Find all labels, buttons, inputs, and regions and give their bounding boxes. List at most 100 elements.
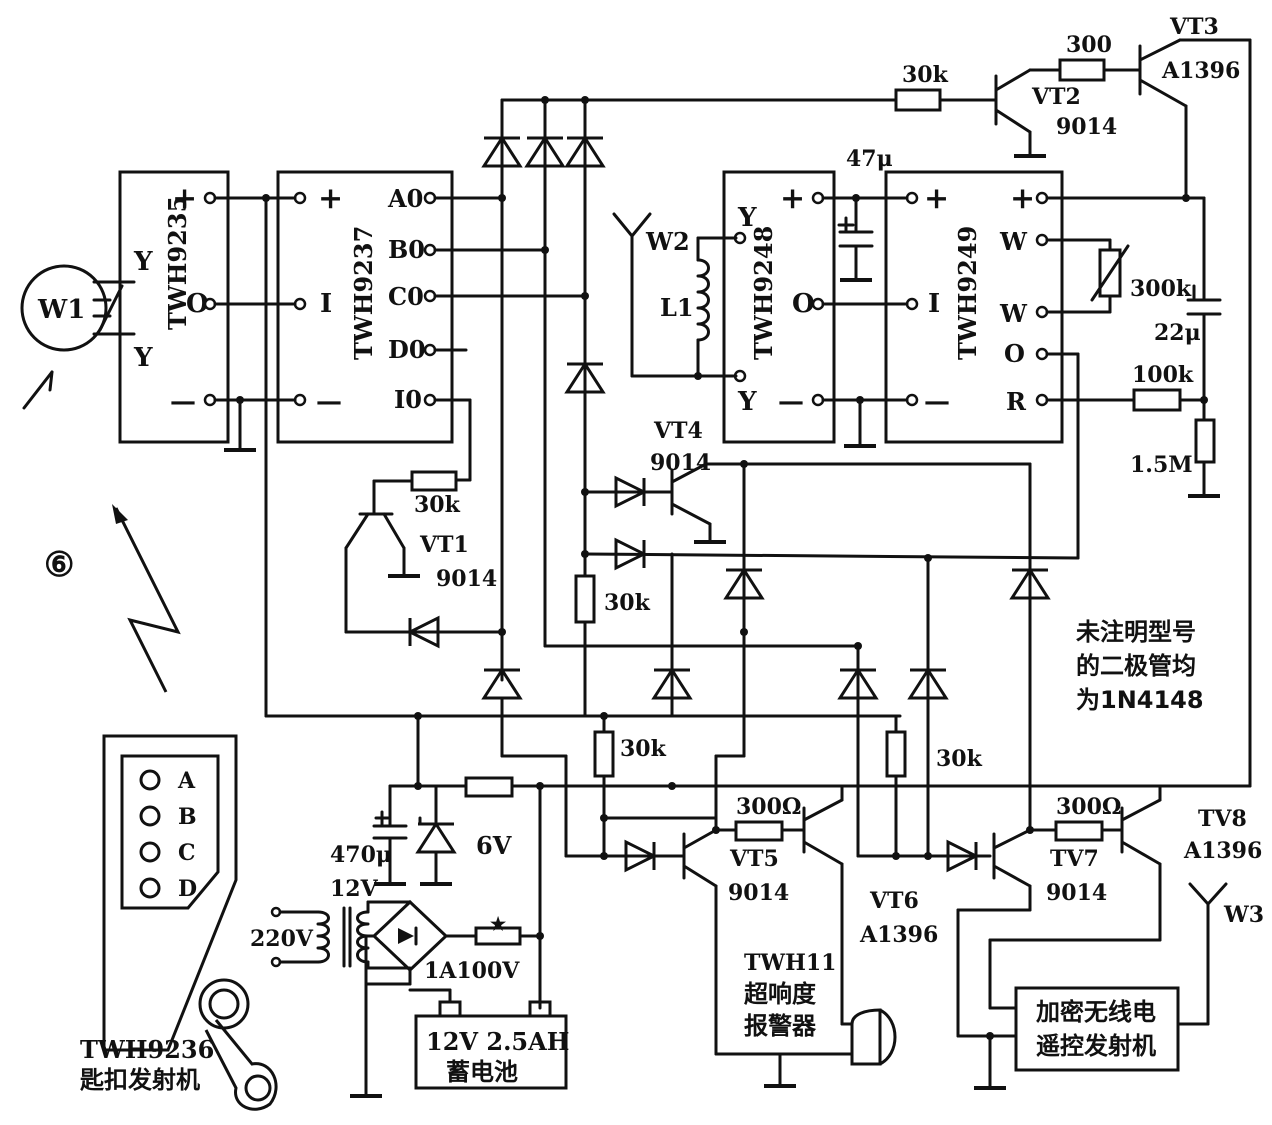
battery-name: 蓄电池 xyxy=(446,1058,518,1086)
c22-label: 22μ xyxy=(1154,320,1201,346)
r-tv7-label: 300Ω xyxy=(1056,794,1122,820)
vt3-model: A1396 xyxy=(1161,58,1240,84)
twh9249-w2: W xyxy=(999,299,1028,328)
twh9235-module xyxy=(118,170,230,444)
twh9249-r: R xyxy=(1006,387,1027,416)
trans-v-label: 12V xyxy=(330,876,379,902)
resistor-30k-mid xyxy=(574,574,596,624)
twh9249-o: O xyxy=(1004,339,1025,368)
twh9249-plus2: + xyxy=(1010,181,1035,216)
r-pot-label: 300k xyxy=(1130,276,1192,302)
twh9249-module xyxy=(884,170,1064,444)
note-line3: 为1N4148 xyxy=(1076,686,1204,714)
key-fob-body xyxy=(102,734,238,1052)
fob-button-c[interactable] xyxy=(139,841,161,863)
note-line1: 未注明型号 xyxy=(1076,618,1196,646)
fob-button-a[interactable] xyxy=(139,769,161,791)
twh9249-w1: W xyxy=(999,227,1028,256)
twh9237-b0: B0 xyxy=(388,235,425,264)
vt2-name: VT2 xyxy=(1031,84,1081,110)
encoder-line1: 加密无线电 xyxy=(1036,998,1156,1026)
twh9237-i0: I0 xyxy=(394,385,422,414)
key-ring-icon xyxy=(198,978,250,1030)
vt5-name: VT5 xyxy=(729,846,779,872)
c470-label: 470μ xyxy=(330,842,392,868)
figure-label: ⑥ xyxy=(44,545,74,585)
twh9237-plus: + xyxy=(318,181,343,216)
fob-label-b: B xyxy=(178,804,197,830)
tv7-model: 9014 xyxy=(1046,880,1107,906)
fob-button-d[interactable] xyxy=(139,877,161,899)
vt1-model: 9014 xyxy=(436,566,497,592)
l1-label: L1 xyxy=(660,293,694,322)
twh9235-y2: Y xyxy=(133,343,153,373)
resistor-1.5m xyxy=(1194,418,1216,464)
resistor-30k-vt2 xyxy=(894,88,942,112)
resistor-30k-bot2 xyxy=(885,730,907,778)
encoder-line2: 遥控发射机 xyxy=(1036,1032,1156,1060)
resistor-supply xyxy=(464,776,514,798)
vt6-model: A1396 xyxy=(859,922,938,948)
twh9237-a0: A0 xyxy=(387,184,423,213)
alarm-name: TWH11 xyxy=(744,950,836,976)
tv7-name: TV7 xyxy=(1050,846,1099,872)
c47-label: 47μ xyxy=(846,146,893,172)
twh9237-c0: C0 xyxy=(388,282,424,311)
svg-text:★: ★ xyxy=(490,914,507,935)
alarm-line1: 超响度 xyxy=(744,980,817,1008)
twh9235-minus: — xyxy=(170,387,196,417)
vt3-name: VT3 xyxy=(1169,14,1219,40)
fob-label-c: C xyxy=(178,840,196,866)
zener-label: 6V xyxy=(476,831,512,860)
twh9237-name: TWH9237 xyxy=(349,226,378,360)
speaker-icon xyxy=(850,1008,882,1066)
vt6-name: VT6 xyxy=(869,888,919,914)
r-15m-label: 1.5M xyxy=(1130,452,1193,478)
twh9249-minus: — xyxy=(924,387,950,417)
w1-loop-antenna xyxy=(20,264,108,352)
resistor-300ohm-vt5 xyxy=(734,820,784,842)
twh9248-y1: Y xyxy=(737,203,757,233)
twh9248-module xyxy=(722,170,836,444)
tv8-model: A1396 xyxy=(1183,838,1262,864)
note-line2: 的二极管均 xyxy=(1076,652,1196,680)
r-vt1-label: 30k xyxy=(414,492,461,518)
w1-label: W1 xyxy=(37,295,85,325)
vt4-name: VT4 xyxy=(653,418,703,444)
twh9248-plus: + xyxy=(780,181,805,216)
vt1-name: VT1 xyxy=(419,532,469,558)
vt5-model: 9014 xyxy=(728,880,789,906)
twh9248-y2: Y xyxy=(737,387,757,417)
twh9237-minus: — xyxy=(316,387,342,417)
bridge-label: 1A100V xyxy=(424,958,520,984)
transformer-primary xyxy=(316,910,330,964)
fob-label-a: A xyxy=(177,768,196,794)
l1-coil xyxy=(696,258,710,342)
tv8-name: TV8 xyxy=(1198,806,1247,832)
encrypted-transmitter xyxy=(1014,986,1180,1072)
r-bot2-label: 30k xyxy=(936,746,983,772)
vt2-model: 9014 xyxy=(1056,114,1117,140)
twh9235-y1: Y xyxy=(133,247,153,277)
resistor-30k-vt1 xyxy=(410,470,458,492)
r-vt3-label: 300 xyxy=(1066,32,1112,58)
fob-button-b[interactable] xyxy=(139,805,161,827)
alarm-line2: 报警器 xyxy=(744,1012,817,1040)
battery-spec: 12V 2.5AH xyxy=(426,1027,569,1056)
w3-label: W3 xyxy=(1223,902,1264,928)
r-mid-label: 30k xyxy=(604,590,651,616)
fob-label-d: D xyxy=(178,876,197,902)
twh9248-minus: — xyxy=(778,387,804,417)
signal-arrow-icon xyxy=(114,507,181,693)
twh9248-o: O xyxy=(792,289,815,319)
r-vt2-label: 30k xyxy=(902,62,949,88)
mains-label: 220V xyxy=(250,926,314,952)
fob-desc: 匙扣发射机 xyxy=(80,1066,200,1094)
resistor-100k xyxy=(1132,388,1182,412)
twh9249-name: TWH9249 xyxy=(953,226,982,360)
battery xyxy=(414,1014,568,1090)
twh9249-i: I xyxy=(928,289,940,319)
resistor-300-vt3 xyxy=(1058,58,1106,82)
twh9249-plus: + xyxy=(924,181,949,216)
